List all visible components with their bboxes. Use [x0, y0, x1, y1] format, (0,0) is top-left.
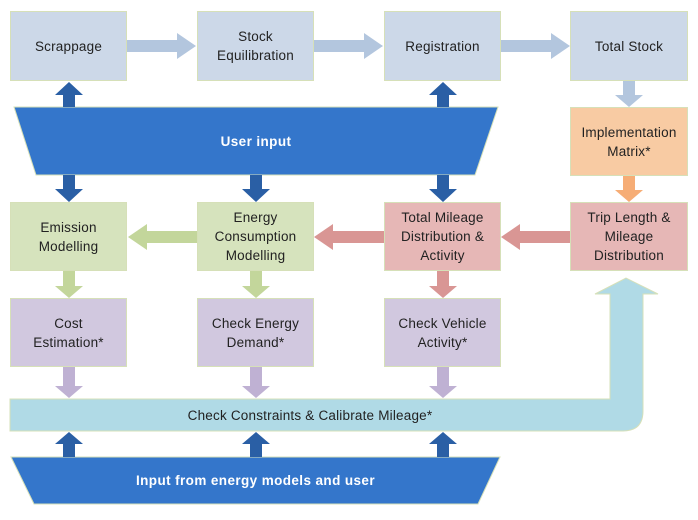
node-label: Check Energy Demand* [211, 315, 300, 350]
node-energy-consumption-modelling: Energy Consumption Modelling [197, 202, 314, 271]
node-check-vehicle-activity: Check Vehicle Activity* [384, 298, 501, 367]
arrow-check-vehicle-to-calibrate [429, 367, 457, 398]
arrow-user-to-scrappage [55, 82, 83, 107]
node-label: Total Mileage Distribution & Activity [400, 210, 485, 263]
node-label: Energy Consumption Modelling [214, 210, 297, 263]
node-label: Cost Estimation* [33, 315, 104, 350]
arrow-energy-input-to-calibrate-3 [429, 432, 457, 457]
arrow-user-to-emission [55, 175, 83, 202]
node-registration: Registration [384, 11, 501, 81]
arrow-user-to-energy [242, 175, 270, 202]
arrow-stock-equilibration-to-registration [314, 33, 383, 59]
calibrate-bar-bent-arrow [9, 277, 659, 432]
node-label: Emission Modelling [38, 219, 99, 254]
node-implementation-matrix: Implementation Matrix* [570, 107, 688, 176]
arrow-trip-length-to-total-mileage [501, 224, 570, 250]
node-label: Implementation Matrix* [581, 124, 677, 159]
node-label: Registration [405, 38, 480, 54]
arrow-check-energy-to-calibrate [242, 367, 270, 398]
node-label: Total Stock [594, 38, 664, 54]
node-stock-equilibration: Stock Equilibration [197, 11, 314, 81]
arrow-implementation-to-trip-length [615, 176, 643, 202]
arrow-scrappage-to-stock-equilibration [127, 33, 196, 59]
arrow-user-to-total-mileage [429, 175, 457, 202]
energy-input-banner-shape [10, 456, 501, 505]
user-input-banner-shape [13, 106, 499, 176]
arrow-energy-to-emission [128, 224, 197, 250]
node-label: Stock Equilibration [217, 29, 294, 63]
node-trip-length-mileage-distribution: Trip Length & Mileage Distribution [570, 202, 688, 271]
arrow-total-mileage-to-energy-consumption [314, 224, 384, 250]
node-emission-modelling: Emission Modelling [10, 202, 127, 271]
node-check-energy-demand: Check Energy Demand* [197, 298, 314, 367]
node-total-mileage-distribution: Total Mileage Distribution & Activity [384, 202, 501, 271]
node-label: Scrappage [34, 38, 103, 54]
arrow-registration-to-total-stock [501, 33, 570, 59]
arrow-user-to-registration [429, 82, 457, 107]
node-label: Check Vehicle Activity* [398, 315, 487, 350]
node-user-input-label: User input [220, 133, 292, 149]
node-check-constraints-label: Check Constraints & Calibrate Mileage* [187, 407, 433, 423]
arrow-cost-to-calibrate [55, 367, 83, 398]
node-input-energy-models-label: Input from energy models and user [136, 473, 375, 488]
arrow-total-mileage-to-check-vehicle [429, 271, 457, 298]
node-scrappage: Scrappage [10, 11, 127, 81]
arrow-total-stock-to-implementation [615, 81, 643, 107]
node-label: Trip Length & Mileage Distribution [587, 210, 671, 263]
arrow-energy-input-to-calibrate-1 [55, 432, 83, 457]
node-cost-estimation: Cost Estimation* [10, 298, 127, 367]
arrow-energy-to-check-energy [242, 271, 270, 298]
arrow-emission-to-cost [55, 271, 83, 298]
arrow-energy-input-to-calibrate-2 [242, 432, 270, 457]
node-total-stock: Total Stock [570, 11, 688, 81]
